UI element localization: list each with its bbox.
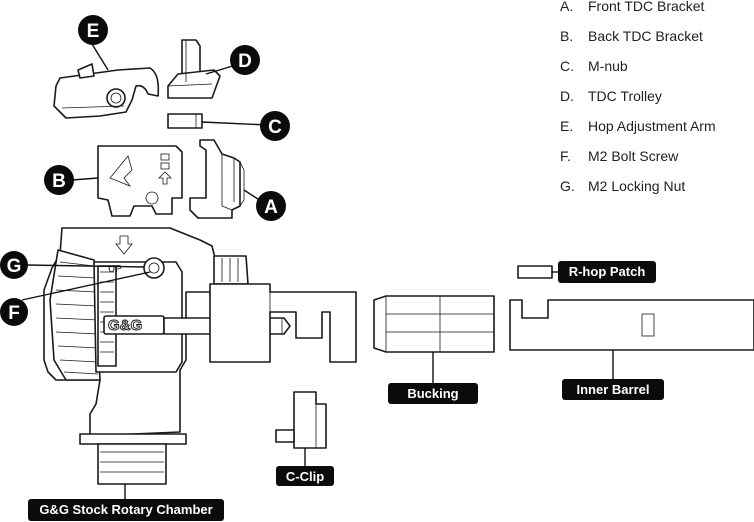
legend-letter: C. [560,58,574,74]
leader-f [21,271,151,301]
inner-barrel [509,299,754,351]
callout-e: E [78,15,108,45]
tag-c-clip: C-Clip [276,466,334,486]
svg-text:G: G [7,256,22,277]
svg-text:F: F [8,303,20,324]
legend-text: TDC Trolley [588,88,662,104]
callout-f: F [0,298,28,326]
tdc-trolley [167,39,221,99]
legend-item: A. Front TDC Bracket [560,0,754,30]
callout-a: A [256,191,286,221]
svg-text:B: B [52,171,66,192]
legend-item: C. M-nub [560,58,754,90]
c-clip [275,391,327,449]
svg-text:Inner Barrel: Inner Barrel [577,382,650,397]
legend-letter: G. [560,178,575,194]
legend-letter: E. [560,118,574,134]
hop-adjustment-arm [53,63,160,119]
r-hop-patch [517,265,553,279]
legend-item: F. M2 Bolt Screw [560,148,754,180]
front-tdc-bracket [189,139,245,219]
svg-text:D: D [238,51,252,72]
svg-text:G&G Stock Rotary Chamber: G&G Stock Rotary Chamber [39,502,212,517]
callout-d: D [230,45,260,75]
legend-item: B. Back TDC Bracket [560,28,754,60]
legend-text: Front TDC Bracket [588,0,705,14]
svg-text:R-hop Patch: R-hop Patch [569,264,646,279]
legend-letter: F. [560,148,571,164]
callout-g: G [0,251,28,279]
svg-text:Bucking: Bucking [407,386,458,401]
leader-g [25,264,145,268]
leader-c [201,121,269,126]
svg-text:A: A [264,197,278,218]
back-tdc-bracket [97,145,183,217]
legend-letter: B. [560,28,574,44]
legend-letter: A. [560,0,574,14]
callout-c: C [260,111,290,141]
svg-text:C: C [268,117,282,138]
tag-rhop-patch: R-hop Patch [558,261,656,283]
legend-item: E. Hop Adjustment Arm [560,118,754,150]
legend-text: M2 Locking Nut [588,178,686,194]
leader-e [91,43,109,71]
legend-item: G. M2 Locking Nut [560,178,754,210]
legend-text: M2 Bolt Screw [588,148,679,164]
tag-inner-barrel: Inner Barrel [562,379,664,400]
legend-item: D. TDC Trolley [560,88,754,120]
legend-letter: D. [560,88,574,104]
leader-b [71,177,99,181]
tag-bucking: Bucking [388,383,478,404]
svg-text:C-Clip: C-Clip [286,469,324,484]
callout-b: B [44,165,74,195]
parts-legend: A. Front TDC Bracket B. Back TDC Bracket C… [560,0,754,210]
m-nub [167,113,203,129]
rotary-chamber: UP G&G [43,227,357,485]
legend-text: Back TDC Bracket [588,28,703,44]
chamber-brand-marking: G&G [108,317,142,334]
svg-text:E: E [87,21,100,42]
bucking [373,295,495,353]
legend-text: Hop Adjustment Arm [588,118,716,134]
tag-chamber: G&G Stock Rotary Chamber [28,499,224,521]
legend-text: M-nub [588,58,628,74]
bracket-up-marking: UP [108,264,122,275]
